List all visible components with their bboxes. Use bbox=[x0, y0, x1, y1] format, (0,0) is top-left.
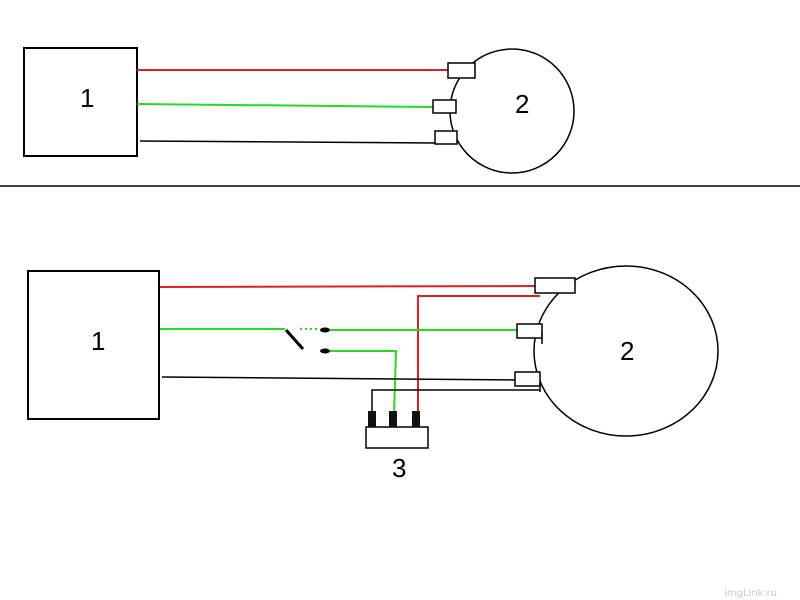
bottom-diagram: 1 2 3 bbox=[27, 265, 719, 483]
bottom-black-branch-wire bbox=[371, 389, 540, 415]
top-source-label: 1 bbox=[80, 83, 94, 113]
top-source-box bbox=[23, 47, 138, 157]
block-3-pin-1 bbox=[368, 411, 376, 427]
bottom-motor-circle bbox=[533, 265, 719, 437]
bottom-black-wire bbox=[161, 376, 521, 381]
top-motor-label: 2 bbox=[515, 89, 529, 119]
top-terminal-1 bbox=[447, 62, 476, 79]
top-terminal-3 bbox=[434, 130, 458, 145]
bottom-source-label: 1 bbox=[91, 326, 105, 356]
block-3-pin-2 bbox=[389, 411, 397, 427]
bottom-source-box bbox=[27, 270, 160, 420]
bottom-green-branch-wire bbox=[330, 350, 398, 416]
bottom-red-wire bbox=[159, 285, 541, 288]
top-green-wire bbox=[136, 103, 435, 108]
bottom-terminal-1 bbox=[534, 277, 576, 294]
block-3-body bbox=[365, 426, 429, 449]
top-black-wire bbox=[139, 140, 439, 144]
switch-contact-upper bbox=[320, 327, 330, 333]
block-3-pin-3 bbox=[412, 411, 420, 427]
bottom-red-branch-wire bbox=[417, 295, 540, 415]
block-3-label: 3 bbox=[392, 453, 406, 483]
bottom-terminal-3 bbox=[514, 371, 541, 387]
bottom-motor-label: 2 bbox=[620, 336, 634, 366]
top-terminal-2 bbox=[432, 99, 457, 114]
switch-lever bbox=[284, 328, 305, 351]
bottom-terminal-2 bbox=[516, 323, 543, 339]
watermark: imgLink.ru bbox=[724, 588, 777, 599]
switch-contact-lower bbox=[320, 348, 330, 354]
top-diagram: 1 2 bbox=[23, 47, 575, 174]
